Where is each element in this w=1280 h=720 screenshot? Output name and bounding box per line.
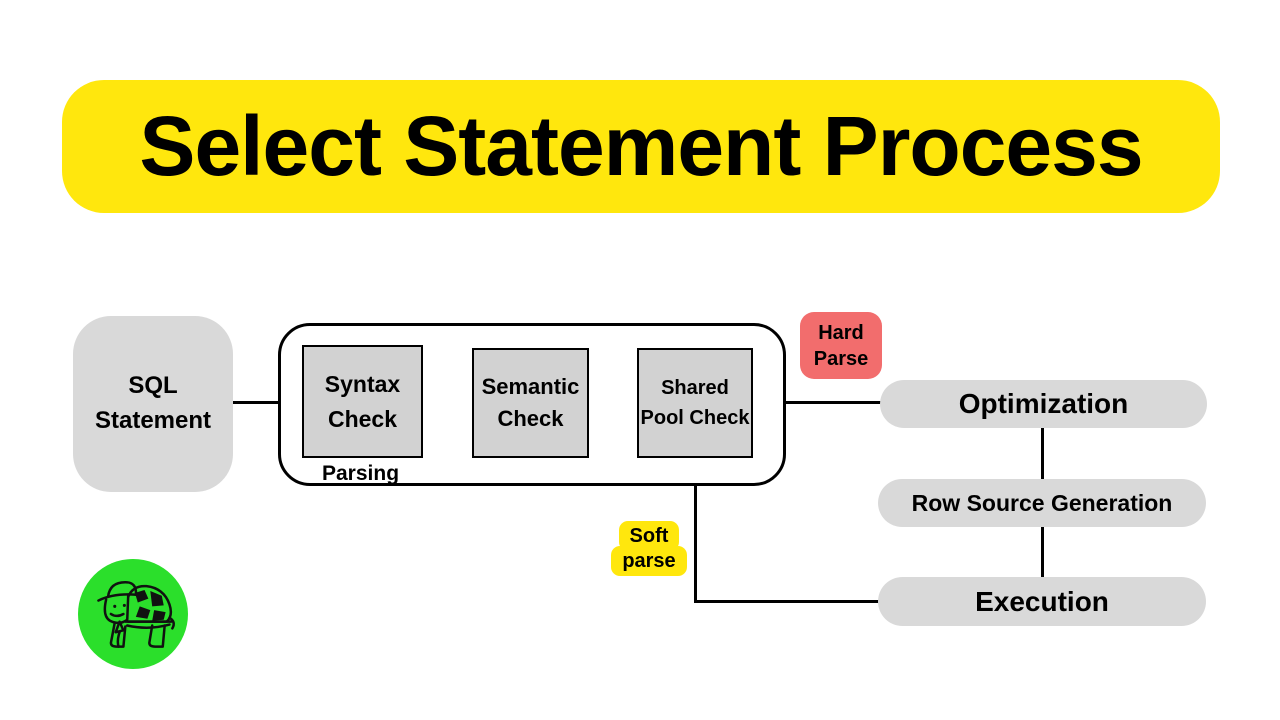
syntax-check-node: Syntax Check	[302, 345, 423, 458]
optimization-label: Optimization	[958, 388, 1129, 419]
connector-sql-to-parsing	[233, 401, 280, 404]
row-source-generation-label: Row Source Generation	[911, 489, 1173, 516]
execution-node: Execution	[878, 577, 1206, 626]
connector-rowsource-to-execution	[1041, 527, 1044, 578]
soft-parse-line2: parse	[611, 546, 687, 576]
connector-softparse-vertical	[694, 458, 697, 603]
sql-statement-node: SQL Statement	[73, 316, 233, 492]
turtle-icon	[97, 581, 175, 648]
optimization-node: Optimization	[880, 380, 1207, 428]
soft-parse-badge: Soft parse	[601, 521, 697, 576]
syntax-check-line2: Check	[327, 405, 398, 432]
execution-label: Execution	[975, 585, 1109, 617]
shared-pool-check-line1: Shared	[661, 377, 729, 399]
shared-pool-check-line2: Pool Check	[640, 407, 750, 429]
semantic-check-line1: Semantic	[481, 374, 580, 400]
semantic-check-line2: Check	[497, 406, 564, 431]
row-source-generation-node: Row Source Generation	[878, 479, 1206, 527]
connector-optimization-to-rowsource	[1041, 428, 1044, 480]
connector-softparse-to-execution	[694, 600, 879, 603]
sql-statement-line2: Statement	[94, 407, 212, 434]
syntax-check-line1: Syntax	[324, 371, 401, 397]
shared-pool-check-node: Shared Pool Check	[637, 348, 753, 458]
sql-statement-line1: SQL	[128, 372, 178, 400]
hard-parse-line2: Parse	[813, 347, 869, 370]
connector-parsing-to-optimization	[784, 401, 882, 404]
hard-parse-line1: Hard	[818, 321, 864, 344]
hard-parse-badge: Hard Parse	[800, 312, 882, 379]
title-banner: Select Statement Process	[62, 80, 1220, 213]
turtle-logo	[78, 559, 188, 669]
semantic-check-node: Semantic Check	[472, 348, 589, 458]
page-title: Select Statement Process	[139, 99, 1143, 193]
parsing-label: Parsing	[322, 462, 400, 485]
